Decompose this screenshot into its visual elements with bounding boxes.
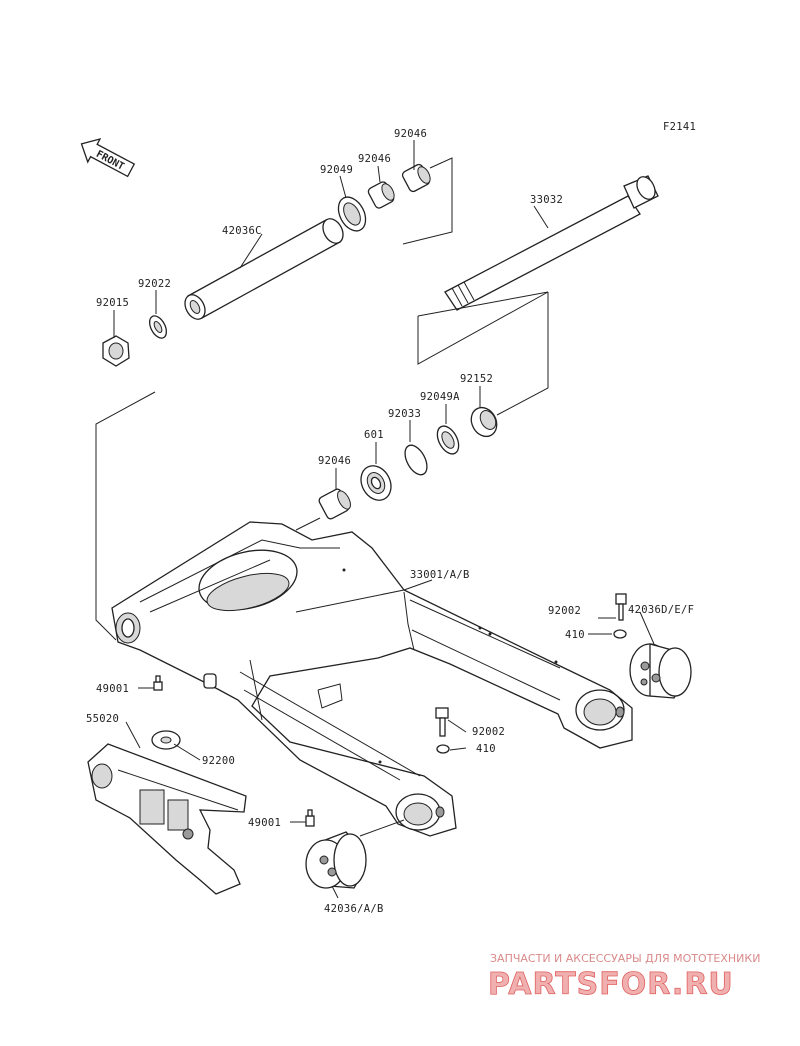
pivot-shaft-33032 [444,175,659,311]
part-labels: 92046 92046 92049 42036C 33032 92022 920… [86,128,694,915]
label-92152: 92152 [460,373,493,385]
label-92002-b: 92002 [472,726,505,738]
swingarm-33001 [111,521,633,837]
needle-bearing-92046-b [401,163,431,193]
washer-410-b [436,744,450,754]
label-92049a: 92049A [420,391,460,403]
label-92046-b: 92046 [358,153,391,165]
label-92049: 92049 [320,164,353,176]
ball-bearing-601 [360,465,392,501]
watermark-brand: PARTSFOR.RU [488,967,734,1002]
label-92046-c: 92046 [318,455,351,467]
grease-nipple-49001-a [153,675,163,691]
label-92033: 92033 [388,408,421,420]
label-410-b: 410 [476,743,496,755]
label-33032: 33032 [530,194,563,206]
label-92002-a: 92002 [548,605,581,617]
label-92022: 92022 [138,278,171,290]
seal-92049 [337,196,367,232]
label-42036c: 42036C [222,225,262,237]
washer-92200 [151,730,181,750]
label-601: 601 [364,429,384,441]
needle-bearing-92046-a [367,181,395,209]
collar-92152 [470,406,498,438]
label-92046-a: 92046 [394,128,427,140]
watermark: ЗАПЧАСТИ И АКСЕССУАРЫ ДЛЯ МОТОТЕХНИКИ PA… [488,952,761,1002]
label-92200: 92200 [202,755,235,767]
bolt-92002-b [435,707,449,737]
circlip-92033 [404,444,428,476]
label-49001-a: 49001 [96,683,129,695]
label-42036def: 42036D/E/F [628,604,694,616]
seal-92049a [436,425,460,455]
front-arrow-icon: FRONT [80,137,136,178]
pivot-sleeve-42036c [184,218,344,320]
label-33001: 33001/A/B [410,569,470,581]
label-55020: 55020 [86,713,119,725]
eccentric-42036def [629,643,692,699]
needle-bearing-92046-c [318,488,351,520]
figure-code: F2141 [663,121,696,133]
label-42036ab: 42036/A/B [324,903,384,915]
label-410-a: 410 [565,629,585,641]
watermark-subtitle: ЗАПЧАСТИ И АКСЕССУАРЫ ДЛЯ МОТОТЕХНИКИ [490,952,760,965]
nut-92015 [102,335,130,367]
washer-410-a [613,629,627,639]
label-49001-b: 49001 [248,817,281,829]
chain-guide-55020 [87,743,247,895]
bolt-92002-a [615,593,627,621]
leader-lines [113,140,655,899]
eccentric-42036ab [305,831,367,889]
label-92015: 92015 [96,297,129,309]
washer-92022 [148,315,168,339]
grease-nipple-49001-b [305,809,315,827]
